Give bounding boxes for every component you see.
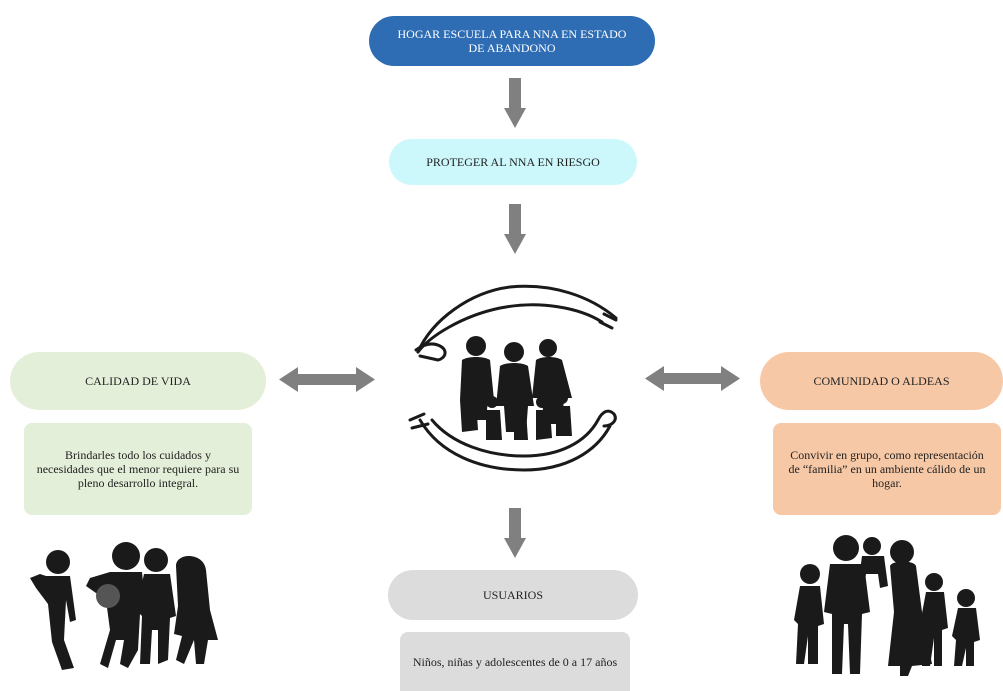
community-node: COMUNIDAD O ALDEAS <box>760 352 1003 410</box>
double-arrow-icon <box>645 366 740 391</box>
double-arrow-icon <box>279 367 375 392</box>
quality-of-life-node: CALIDAD DE VIDA <box>10 352 266 410</box>
protect-node: PROTEGER AL NNA EN RIESGO <box>389 139 637 185</box>
users-description: Niños, niñas y adolescentes de 0 a 17 añ… <box>400 632 630 691</box>
users-node: USUARIOS <box>388 570 638 620</box>
down-arrow-icon <box>504 508 526 558</box>
down-arrow-icon <box>504 78 526 128</box>
top-node: HOGAR ESCUELA PARA NNA EN ESTADO DE ABAN… <box>369 16 655 66</box>
down-arrow-icon <box>504 204 526 254</box>
quality-of-life-description: Brindarles todo los cuidados y necesidad… <box>24 423 252 515</box>
community-description: Convivir en grupo, como representación d… <box>773 423 1001 515</box>
